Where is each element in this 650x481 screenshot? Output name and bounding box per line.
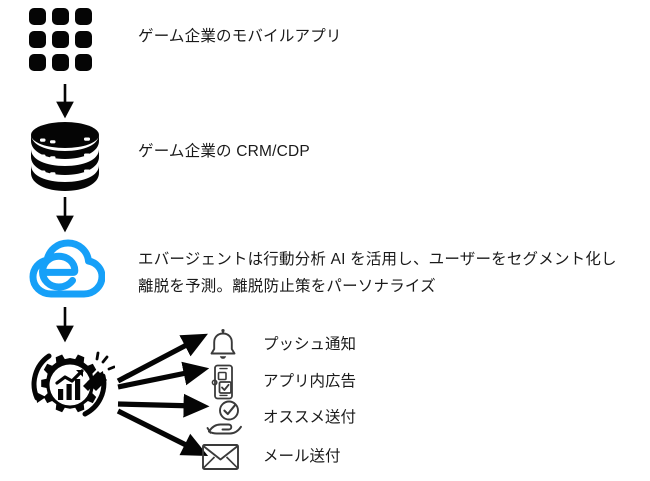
node-crm-cdp — [29, 121, 101, 197]
label-evergent-description: エバージェントは行動分析 AI を活用し、ユーザーをセグメント化し 離脱を予測。… — [138, 246, 638, 300]
arrow-to-email — [116, 408, 209, 457]
app-grid-dot — [29, 8, 46, 25]
label-evergent-line2: 離脱を予測。離脱防止策をパーソナライズ — [138, 278, 436, 295]
node-evergent-cloud — [27, 236, 105, 306]
app-grid-dot — [75, 31, 92, 48]
output-label-email: メール送付 — [263, 448, 341, 465]
output-label-push-notification: プッシュ通知 — [263, 336, 357, 353]
node-mobile-app — [29, 8, 92, 71]
label-evergent-line1: エバージェントは行動分析 AI を活用し、ユーザーをセグメント化し — [138, 251, 617, 268]
phone-ad-icon — [211, 364, 233, 400]
label-crm-cdp: ゲーム企業の CRM/CDP — [138, 143, 310, 160]
arrow-to-push-notification — [116, 333, 208, 384]
node-analytics-engine — [25, 340, 115, 430]
output-item-push-notification[interactable]: プッシュ通知 — [205, 327, 485, 363]
app-grid-dot — [29, 54, 46, 71]
bell-icon — [210, 329, 236, 359]
app-grid-dot — [52, 8, 69, 25]
output-label-in-app-ad: アプリ内広告 — [263, 373, 357, 390]
gear-analytics-megaphone-icon — [31, 351, 115, 417]
app-grid-dot — [75, 54, 92, 71]
arrow-to-in-app-ad — [117, 361, 210, 390]
output-item-email[interactable]: メール送付 — [200, 441, 480, 473]
app-grid-dot — [52, 31, 69, 48]
output-label-recommendation: オススメ送付 — [263, 409, 357, 426]
app-grid-icon — [29, 8, 92, 71]
label-mobile-app: ゲーム企業のモバイルアプリ — [138, 28, 342, 45]
app-grid-dot — [29, 31, 46, 48]
app-grid-dot — [75, 8, 92, 25]
output-item-in-app-ad[interactable]: アプリ内広告 — [205, 363, 485, 401]
cloud-e-logo-icon — [29, 239, 105, 298]
hand-check-icon — [206, 400, 242, 435]
output-item-recommendation[interactable]: オススメ送付 — [205, 399, 485, 437]
arrow-to-recommendation — [117, 393, 210, 418]
database-icon — [31, 122, 99, 191]
app-grid-dot — [52, 54, 69, 71]
envelope-icon — [202, 444, 239, 470]
